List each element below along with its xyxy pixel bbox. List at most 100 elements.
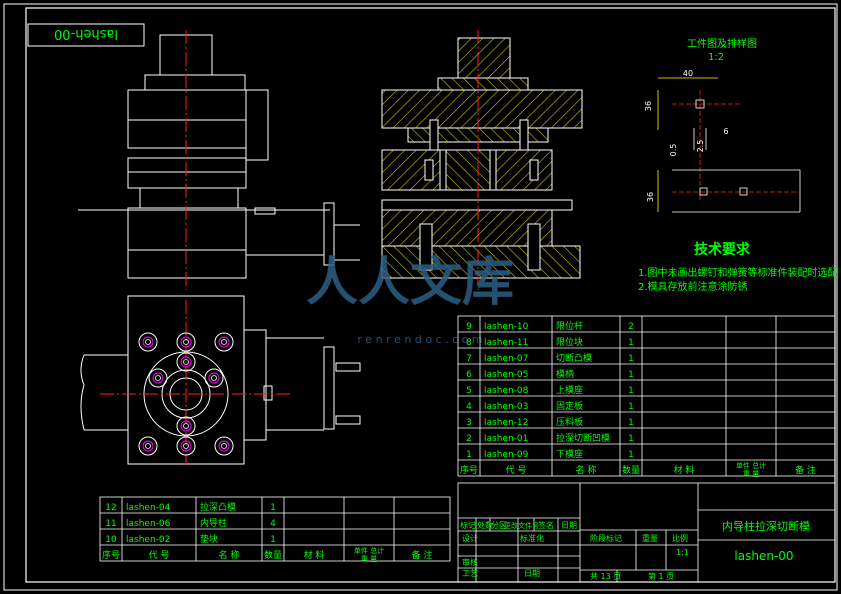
tech-requirements: 技术要求 1.图中未画出螺钉和弹簧等标准件装配时选配 2.模具存放前注意涂防锈 (638, 241, 838, 293)
title-block-text: 标记 处数 分区 更改文件号 签名 日期 设计 标准化 审核 工艺 日期 阶段标… (460, 519, 810, 581)
bom-cell-code: lashen-06 (126, 519, 171, 529)
bom-cell-no: 3 (466, 418, 472, 428)
bom-cell-name: 限位杆 (556, 320, 583, 332)
bolt-hole-10 (176, 352, 196, 372)
svg-text:日期: 日期 (561, 521, 577, 530)
bom-cell-qty: 1 (628, 450, 634, 460)
bom-cell-code: lashen-07 (484, 354, 528, 364)
section-view (381, 30, 583, 290)
tech-item-1: 1.图中未画出螺钉和弹簧等标准件装配时选配 (638, 266, 838, 279)
bom-cell-name: 压料板 (556, 416, 583, 428)
bom-cell-code: lashen-04 (126, 503, 171, 513)
bom-cell-name: 模柄 (556, 368, 574, 380)
outer-frame (3, 3, 838, 591)
bom-cell-qty: 4 (270, 519, 276, 529)
dim-40: 40 (683, 69, 693, 78)
svg-text:标准化: 标准化 (520, 533, 544, 543)
bom-header-name: 名 称 (576, 464, 597, 476)
bom-cell-qty: 1 (628, 418, 634, 428)
bolt-holes (138, 332, 234, 456)
bom-cell-no: 10 (105, 535, 117, 545)
bom-cell-qty: 1 (270, 503, 276, 513)
bolt-hole-6 (214, 436, 234, 456)
inner-frame (25, 7, 836, 583)
workpiece-scale: 1:2 (708, 52, 724, 63)
drawing-name: 内导柱拉深切断模 (722, 519, 810, 533)
bom-cell-name: 固定板 (556, 400, 583, 412)
bom-cell-qty: 1 (628, 386, 634, 396)
workpiece-title: 工件图及排样图 (687, 37, 757, 50)
bom-header-code: 代 号 (506, 465, 527, 476)
bom-header-wt: 单件 总计 (736, 461, 766, 470)
drawing-number: lashen-00 (734, 549, 793, 563)
front-view (78, 30, 360, 290)
dim-36-bottom: 36 (646, 192, 655, 202)
bom-cell-code: lashen-02 (126, 535, 170, 545)
svg-text:审核: 审核 (462, 557, 478, 567)
bom-cell-no: 9 (466, 322, 472, 332)
bom-cell-no: 7 (466, 354, 472, 364)
bom-cell-no: 2 (466, 434, 472, 444)
bom-cell-no: 6 (466, 370, 472, 380)
bom-cell-no: 4 (466, 402, 472, 412)
title-block (457, 482, 836, 583)
svg-text:重量: 重量 (642, 533, 658, 543)
bolt-hole-8 (204, 368, 224, 388)
workpiece-drawing: 工件图及排样图 1:2 40 36 6 2.5 0.5 36 (644, 37, 801, 213)
svg-text:处数: 处数 (477, 520, 493, 530)
bom-header-qty: 数量 (264, 549, 282, 561)
dim-0.5: 0.5 (669, 144, 678, 157)
rotated-stamp: lasheh-00 (27, 23, 145, 47)
bom-cell-no: 1 (466, 450, 472, 460)
bom-cell-qty: 1 (628, 402, 634, 412)
top-view (80, 295, 361, 465)
bom-cell-code: lashen-09 (484, 450, 529, 460)
svg-text:分区: 分区 (491, 521, 507, 530)
bom-header-note: 备 注 (795, 464, 816, 476)
bolt-hole-5 (176, 436, 196, 456)
svg-text:日期: 日期 (524, 569, 540, 578)
bom-header-note: 备 注 (412, 549, 433, 561)
bom-header-wt2: 重 量 (743, 470, 759, 478)
bom-cell-code: lashen-12 (484, 418, 528, 428)
stamp-text: lasheh-00 (54, 26, 118, 41)
bom-cell-code: lashen-03 (484, 402, 528, 412)
watermark-text: 人人文库 (306, 253, 514, 313)
dim-36-top: 36 (644, 101, 653, 111)
svg-text:更改文件号: 更改文件号 (504, 521, 539, 530)
bom-cell-code: lashen-05 (484, 370, 528, 380)
bolt-hole-9 (176, 416, 196, 436)
dim-6: 6 (723, 127, 728, 136)
bom-header-wt2: 重 量 (361, 555, 377, 563)
bom-cell-no: 8 (466, 338, 472, 348)
bom-cell-name: 下模座 (556, 448, 583, 460)
tech-heading: 技术要求 (694, 241, 751, 258)
svg-text:标记: 标记 (460, 520, 476, 530)
tech-item-2: 2.模具存放前注意涂防锈 (638, 280, 748, 293)
bolt-hole-3 (214, 332, 234, 352)
bom-cell-qty: 1 (628, 434, 634, 444)
bom-cell-no: 11 (105, 519, 116, 529)
bolt-hole-1 (138, 332, 158, 352)
bom-header-wt: 单件 总计 (354, 546, 384, 555)
bom-cell-code: lashen-10 (484, 322, 529, 332)
svg-text:工艺: 工艺 (462, 569, 478, 578)
svg-text:比例: 比例 (672, 533, 688, 543)
bom-cell-qty: 1 (628, 338, 634, 348)
bom-cell-no: 5 (466, 386, 472, 396)
bom-cell-name: 内导柱 (200, 517, 227, 529)
bom-cell-no: 12 (105, 503, 116, 513)
svg-text:设计: 设计 (462, 533, 478, 543)
bom-header-mat: 材 料 (304, 549, 325, 561)
bom-cell-code: lashen-11 (484, 338, 528, 348)
bom-cell-name: 切断凸模 (556, 352, 592, 364)
bolt-hole-2 (176, 332, 196, 352)
bom-cell-name: 限位块 (556, 336, 583, 348)
bom-cell-qty: 1 (270, 535, 276, 545)
bom-cell-name: 上模座 (556, 384, 583, 396)
bom-cell-code: lashen-08 (484, 386, 529, 396)
bom-cell-qty: 1 (628, 354, 634, 364)
svg-text:共 13 页: 共 13 页 (590, 572, 621, 581)
bom-cell-name: 垫块 (200, 533, 218, 545)
